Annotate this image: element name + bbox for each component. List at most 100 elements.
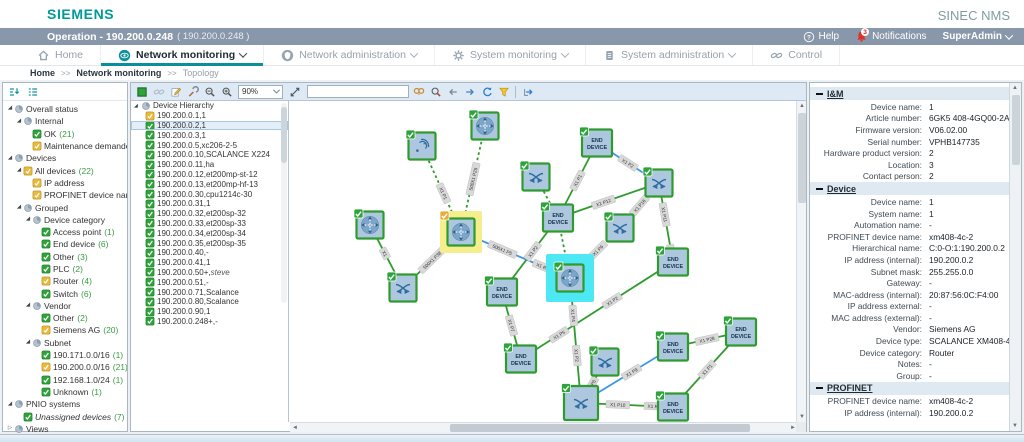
hierarchy-item-190-200-0-2[interactable]: 190.200.0.2, 1: [131, 120, 288, 131]
section-header-device[interactable]: Device: [810, 182, 1009, 196]
select-tool-button[interactable]: [134, 84, 149, 99]
tree-collapse-arrow-icon[interactable]: ◢: [25, 216, 31, 223]
topology-node-router-2[interactable]: [353, 208, 385, 240]
topology-node-switch-4[interactable]: [386, 271, 418, 303]
export-button[interactable]: [520, 84, 535, 99]
tree-item-router[interactable]: Router(4): [3, 275, 127, 287]
hierarchy-item-190-200-0-71[interactable]: 190.200.0.71, Scalance: [131, 287, 288, 297]
tab-system-administration[interactable]: System administration: [586, 45, 754, 65]
hierarchy-item-190-200-0-248[interactable]: 190.200.0.248+, -: [131, 317, 288, 327]
tree-item-subnet[interactable]: ◢Subnet: [3, 337, 127, 349]
hierarchy-item-190-200-0-3[interactable]: 190.200.0.3, 1: [131, 130, 288, 140]
link-tool-button[interactable]: [151, 84, 166, 99]
scroll-right-icon[interactable]: ►: [790, 425, 796, 431]
collapse-section-icon[interactable]: [815, 384, 823, 392]
scroll-up-icon[interactable]: ▲: [799, 103, 805, 109]
tree-collapse-arrow-icon[interactable]: ◢: [16, 117, 22, 124]
hierarchy-item-190-200-0-41[interactable]: 190.200.0.41, 1: [131, 258, 288, 268]
tree-item-unknown[interactable]: Unknown(1): [3, 386, 127, 398]
topology-node-switch-6[interactable]: [561, 383, 600, 422]
tree-expand-arrow-icon[interactable]: ▷: [7, 425, 13, 432]
tree-item-all-devices[interactable]: ◢All devices(22): [3, 164, 127, 176]
scroll-left-icon[interactable]: ◄: [292, 425, 298, 431]
breadcrumb-item-home[interactable]: Home: [30, 68, 56, 78]
wrench-tool-button[interactable]: [185, 84, 200, 99]
hierarchy-item-190-200-0-13[interactable]: 190.200.0.13, et200mp-hf-13: [131, 179, 288, 189]
tree-item-plc[interactable]: PLC(2): [3, 263, 127, 275]
hierarchy-root[interactable]: ◢Device Hierarchy: [131, 101, 288, 111]
hierarchy-item-190-200-0-34[interactable]: 190.200.0.34, et200sp-34: [131, 228, 288, 238]
tree-item-devices[interactable]: ◢Devices: [3, 152, 127, 164]
topology-search-input[interactable]: [307, 85, 409, 98]
topology-node-ap-1[interactable]: [405, 129, 437, 161]
tree-collapse-arrow-icon[interactable]: ◢: [7, 154, 13, 161]
zoom-in-button[interactable]: [219, 84, 234, 99]
topology-node-router-4[interactable]: [546, 254, 594, 302]
find-in-view-button[interactable]: [428, 84, 443, 99]
topology-node-switch-5[interactable]: [588, 345, 620, 377]
hierarchy-item-190-200-0-50[interactable]: 190.200.0.50+, steve: [131, 268, 288, 278]
tree-item-ok[interactable]: OK(21): [3, 128, 127, 140]
topology-node-router-1[interactable]: [468, 109, 500, 141]
tree-item-vendor[interactable]: ◢Vendor: [3, 300, 127, 312]
topology-node-switch-1[interactable]: [519, 160, 551, 192]
topology-node-switch-2[interactable]: [642, 166, 674, 198]
hierarchy-item-190-200-0-30[interactable]: 190.200.0.30, cpu1214c-30: [131, 189, 288, 199]
tab-network-monitoring[interactable]: Network monitoring: [101, 45, 265, 66]
topology-node-switch-3[interactable]: [603, 211, 635, 243]
tree-collapse-arrow-icon[interactable]: ◢: [25, 339, 31, 346]
canvas-vertical-scrollbar[interactable]: ▲ ▼: [796, 101, 806, 422]
tree-item-internal[interactable]: ◢Internal: [3, 115, 127, 127]
section-header-i-m[interactable]: I&M: [810, 87, 1009, 100]
collapse-section-icon[interactable]: [815, 185, 823, 193]
tree-item-190-200-0-0-16[interactable]: 190.200.0.0/16(21): [3, 361, 127, 373]
tree-collapse-arrow-icon[interactable]: ◢: [16, 203, 22, 210]
tree-item-device-category[interactable]: ◢Device category: [3, 214, 127, 226]
section-header-profinet[interactable]: PROFINET: [810, 381, 1009, 395]
hierarchy-item-190-200-0-11[interactable]: 190.200.0.11, ha: [131, 160, 288, 170]
tree-collapse-arrow-icon[interactable]: ◢: [134, 102, 138, 109]
topology-node-router-3[interactable]: [439, 210, 482, 253]
hierarchy-item-190-200-0-12[interactable]: 190.200.0.12, et200mp-st-12: [131, 170, 288, 180]
tree-collapse-arrow-icon[interactable]: ◢: [25, 302, 31, 309]
hierarchy-item-190-200-0-5[interactable]: 190.200.0.5, xc206-2-5: [131, 140, 288, 150]
tree-item-end-device[interactable]: End device(6): [3, 238, 127, 250]
scrollbar-thumb[interactable]: [798, 113, 806, 203]
fit-view-button[interactable]: [287, 84, 302, 99]
notifications-button[interactable]: 3 Notifications: [855, 28, 927, 43]
canvas-horizontal-scrollbar[interactable]: ◄ ►: [290, 422, 798, 432]
tree-item-views[interactable]: ▷Views: [3, 423, 127, 435]
tree-item-maintenance-demanded[interactable]: Maintenance demanded: [3, 140, 127, 152]
tree-item-other[interactable]: Other(3): [3, 251, 127, 263]
refresh-button[interactable]: [479, 84, 494, 99]
tree-item-ip-address[interactable]: IP address: [3, 177, 127, 189]
tree-item-other[interactable]: Other(2): [3, 312, 127, 324]
scrollbar-thumb[interactable]: [450, 424, 750, 432]
tree-collapse-arrow-icon[interactable]: ◢: [7, 400, 13, 407]
hierarchy-scrollbar[interactable]: [281, 103, 287, 303]
tree-item-switch[interactable]: Switch(6): [3, 287, 127, 299]
tree-item-unassigned-devices[interactable]: Unassigned devices(7): [3, 410, 127, 422]
tree-item-grouped[interactable]: ◢Grouped: [3, 201, 127, 213]
tree-item-pnio-systems[interactable]: ◢PNIO systems: [3, 398, 127, 410]
hierarchy-item-190-200-0-80[interactable]: 190.200.0.80, Scalance: [131, 297, 288, 307]
hierarchy-item-190-200-0-32[interactable]: 190.200.0.32, et200sp-32: [131, 209, 288, 219]
user-menu[interactable]: SuperAdmin: [943, 30, 1014, 42]
scroll-up-icon[interactable]: ▲: [1012, 85, 1018, 91]
breadcrumb-item-network-monitoring[interactable]: Network monitoring: [76, 68, 162, 78]
collapse-tree-icon[interactable]: [8, 86, 20, 98]
tree-item-access-point[interactable]: Access point(1): [3, 226, 127, 238]
tree-collapse-arrow-icon[interactable]: ◢: [7, 105, 13, 112]
hierarchy-item-190-200-0-35[interactable]: 190.200.0.35, et200sp-35: [131, 238, 288, 248]
scroll-down-icon[interactable]: ▼: [1012, 423, 1018, 429]
collapse-section-icon[interactable]: [815, 90, 823, 98]
hierarchy-item-190-200-0-51[interactable]: 190.200.0.51, -: [131, 277, 288, 287]
tab-home[interactable]: Home: [20, 45, 102, 65]
